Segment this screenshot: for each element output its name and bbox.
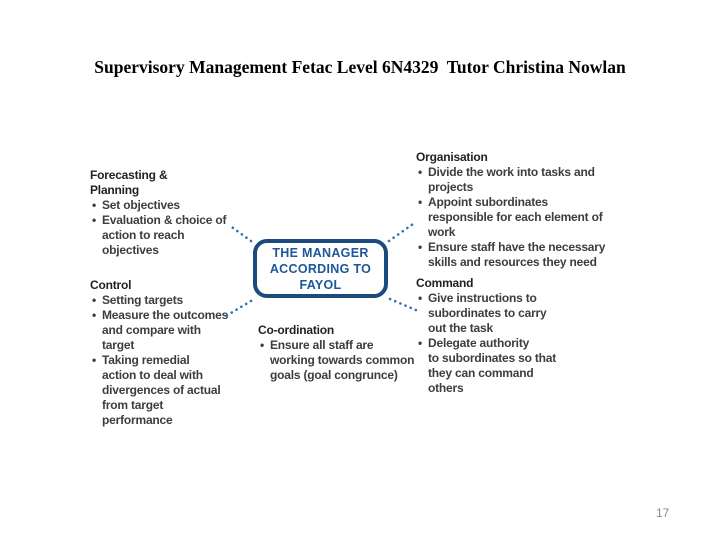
bullet-marker-icon: • — [418, 336, 423, 350]
bullet-text: Taking remedial action to deal with dive… — [102, 353, 221, 427]
bullet-marker-icon: • — [418, 291, 423, 305]
bullet-text: Give instructions to subordinates to car… — [428, 291, 547, 335]
bullet-text: Delegate authority to subordinates so th… — [428, 336, 557, 395]
section-heading: Organisation — [416, 150, 488, 164]
bullet-marker-icon: • — [92, 353, 97, 367]
section-command: Command • Give instructions to subordina… — [416, 276, 616, 396]
bullet-item: • Evaluation & choice of action to reach… — [90, 213, 250, 258]
bullet-marker-icon: • — [418, 165, 423, 179]
section-control: Control • Setting targets • Measure the … — [90, 278, 255, 428]
section-coordination: Co-ordination • Ensure all staff are wor… — [258, 323, 443, 383]
dotted-connector-bottom-right — [388, 297, 420, 313]
section-heading: Control — [90, 278, 132, 292]
bullet-item: • Give instructions to subordinates to c… — [416, 291, 616, 336]
bullet-marker-icon: • — [92, 293, 97, 307]
page-number: 17 — [656, 506, 670, 520]
bullet-item: • Set objectives — [90, 198, 250, 213]
bullet-text: Ensure all staff are working towards com… — [270, 338, 415, 382]
bullet-item: • Appoint subordinates responsible for e… — [416, 195, 626, 240]
slide-title: Supervisory Management Fetac Level 6N432… — [94, 57, 626, 77]
bullet-item: • Delegate authority to subordinates so … — [416, 336, 616, 396]
section-heading: Command — [416, 276, 474, 290]
bullet-item: • Divide the work into tasks and project… — [416, 165, 626, 195]
bullet-marker-icon: • — [92, 213, 97, 227]
section-heading: Forecasting & Planning — [90, 168, 168, 197]
bullet-item: • Taking remedial action to deal with di… — [90, 353, 255, 428]
bullet-item: • Setting targets — [90, 293, 255, 308]
bullet-text: Measure the outcomes and compare with ta… — [102, 308, 229, 352]
bullet-item: • Measure the outcomes and compare with … — [90, 308, 255, 353]
section-organisation: Organisation • Divide the work into task… — [416, 150, 626, 270]
center-box-manager-according-to-fayol: THE MANAGER ACCORDING TO FAYOL — [253, 239, 388, 298]
bullet-item: • Ensure staff have the necessary skills… — [416, 240, 626, 270]
bullet-text: Appoint subordinates responsible for eac… — [428, 195, 603, 239]
bullet-text: Set objectives — [102, 198, 180, 212]
bullet-marker-icon: • — [418, 240, 423, 254]
bullet-text: Ensure staff have the necessary skills a… — [428, 240, 606, 269]
dotted-connector-top-right — [387, 222, 415, 243]
section-heading: Co-ordination — [258, 323, 335, 337]
bullet-marker-icon: • — [92, 198, 97, 212]
bullet-marker-icon: • — [260, 338, 265, 352]
bullet-text: Divide the work into tasks and projects — [428, 165, 595, 194]
bullet-marker-icon: • — [92, 308, 97, 322]
section-forecasting-planning: Forecasting & Planning • Set objectives … — [90, 168, 250, 258]
bullet-text: Evaluation & choice of action to reach o… — [102, 213, 227, 257]
bullet-text: Setting targets — [102, 293, 184, 307]
bullet-item: • Ensure all staff are working towards c… — [258, 338, 443, 383]
bullet-marker-icon: • — [418, 195, 423, 209]
